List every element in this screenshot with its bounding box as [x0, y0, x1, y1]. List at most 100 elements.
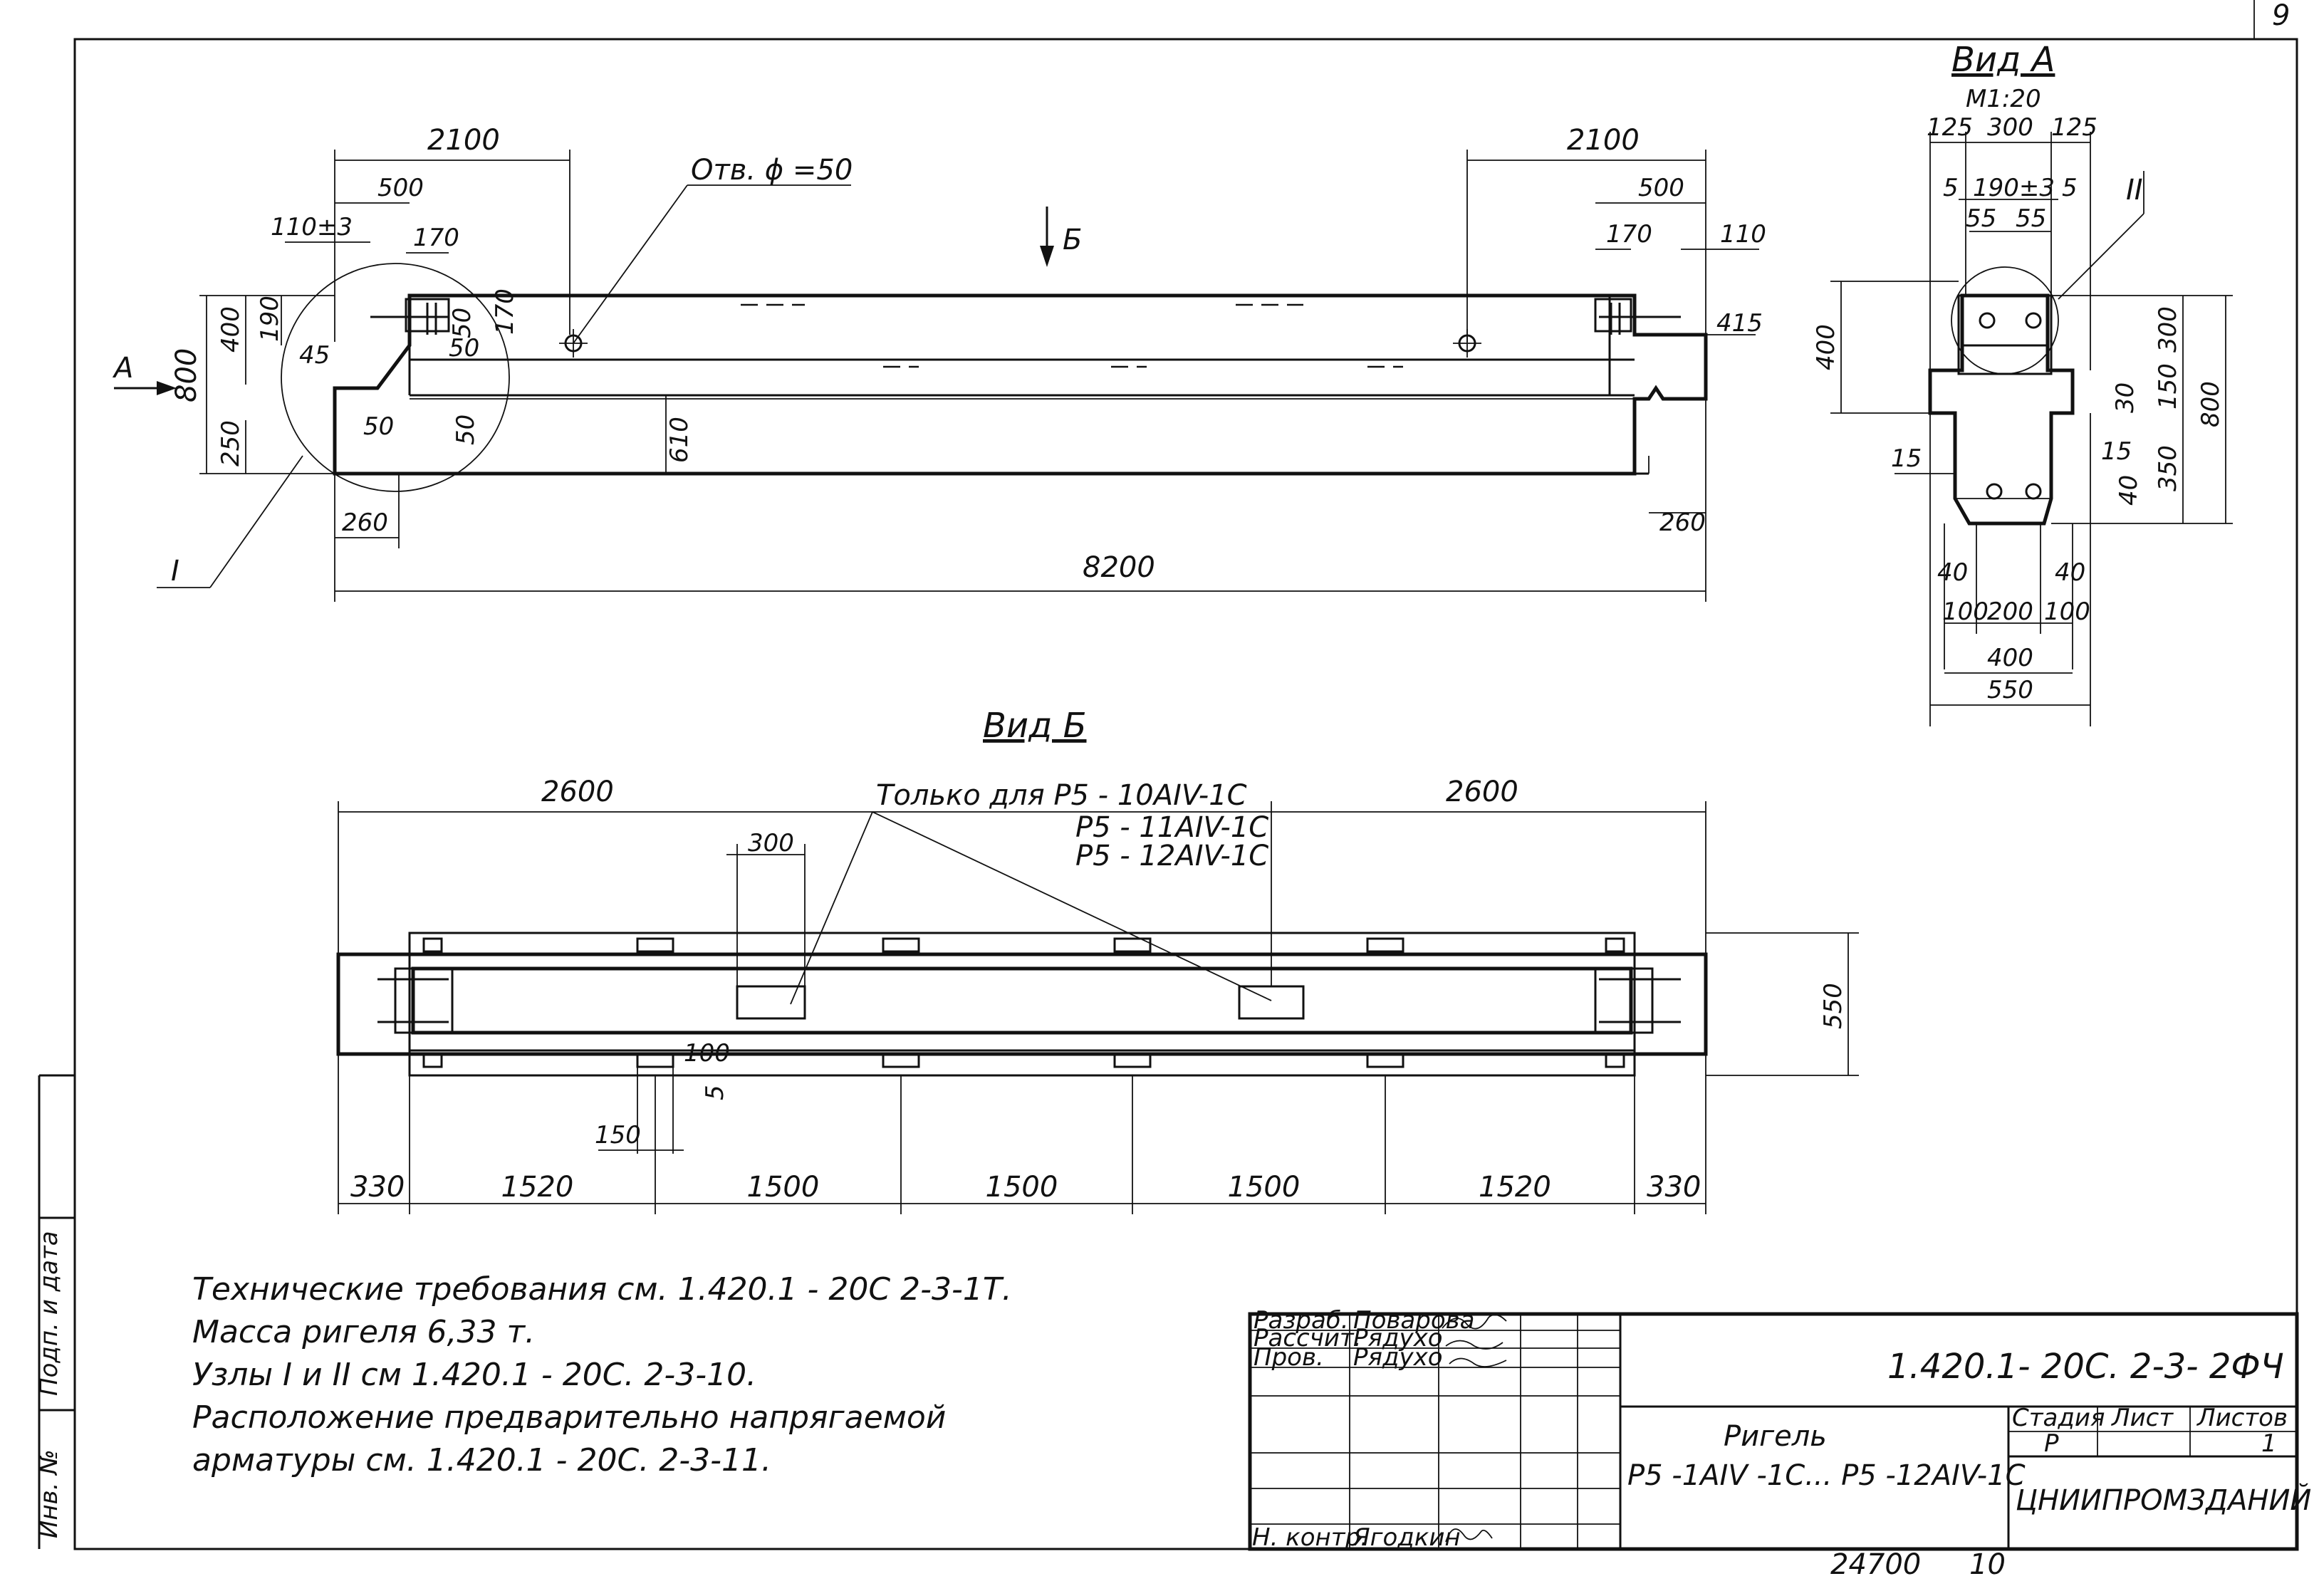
- view-a-dim-30: 30: [2111, 382, 2140, 413]
- plan-bottom-dim-5: 1520: [1479, 1171, 1551, 1204]
- view-a-dim-150: 150: [2154, 363, 2182, 410]
- dim-170-left: 170: [413, 224, 459, 252]
- dim-50-c: 50: [363, 412, 394, 441]
- plan-bottom-dim-3: 1500: [986, 1171, 1058, 1204]
- dim-610: 610: [665, 417, 694, 463]
- role-calculated: Рассчит.: [1254, 1324, 1362, 1352]
- dim-250: 250: [217, 420, 245, 466]
- dim-800: 800: [170, 348, 203, 402]
- plan-dim-550: 550: [1819, 983, 1847, 1029]
- dim-170-right: 170: [1606, 220, 1652, 249]
- view-a-dim-40-a: 40: [1937, 558, 1968, 587]
- dim-8200: 8200: [1083, 551, 1155, 584]
- dim-50-b: 50: [448, 308, 476, 338]
- node-2-label: II: [2126, 174, 2143, 207]
- dim-260-left: 260: [342, 508, 388, 537]
- plan-note-line-2: Р5 - 11АIV-1С: [1075, 811, 1268, 844]
- note-line-5: арматуры см. 1.420.1 - 20С. 2-3-11.: [192, 1442, 771, 1478]
- plan-dim-2600-right: 2600: [1446, 776, 1518, 808]
- col-sheets: Листов: [2196, 1404, 2288, 1432]
- role-developer: Разраб.: [1254, 1306, 1349, 1335]
- view-a-dim-40-b: 40: [2055, 558, 2085, 587]
- plan-view: Вид Б Только для Р5 - 10АIV-1С: [336, 706, 1859, 1214]
- organization: ЦНИИПРОМЗДАНИЙ: [2016, 1483, 2311, 1517]
- dim-190: 190: [256, 296, 284, 342]
- dim-400: 400: [217, 306, 245, 353]
- view-a-dim-40-r: 40: [2115, 475, 2143, 506]
- doc-code: 1.420.1- 20С. 2-3- 2ФЧ: [1887, 1347, 2284, 1387]
- dim-45: 45: [299, 341, 330, 370]
- signature-date-label: Подп. и дата: [35, 1231, 63, 1396]
- view-a-dim-100-b: 100: [2044, 598, 2090, 626]
- view-a-dim-100-a: 100: [1942, 598, 1989, 626]
- sheets-value: 1: [2261, 1429, 2277, 1458]
- plan-dim-300: 300: [748, 829, 794, 857]
- stage-value: Р: [2044, 1429, 2059, 1458]
- view-a-dim-125-b: 125: [2051, 113, 2097, 142]
- view-a-arrow-label: А: [112, 352, 133, 385]
- plan-dim-150: 150: [595, 1121, 641, 1149]
- view-a-dim-55-b: 55: [2016, 204, 2046, 233]
- node-1-label: I: [171, 555, 179, 588]
- plan-dim-100: 100: [684, 1039, 730, 1068]
- signature-scribble-2: [1445, 1340, 1503, 1350]
- inventory-label: Инв. №: [35, 1449, 63, 1538]
- note-line-2: Масса ригеля 6,33 т.: [192, 1314, 535, 1350]
- view-a-dim-400: 400: [1812, 324, 1840, 370]
- col-sheet: Лист: [2110, 1404, 2174, 1432]
- view-a-dim-125-a: 125: [1927, 113, 1973, 142]
- plan-dim-2600-left: 2600: [541, 776, 614, 808]
- signature-scribble-1: [1442, 1314, 1507, 1330]
- col-stage: Стадия: [2012, 1404, 2105, 1432]
- view-a-dim-800: 800: [2196, 381, 2225, 427]
- name-checked: Рядухо: [1353, 1343, 1443, 1372]
- archive-sheet: 10: [1969, 1548, 2006, 1581]
- view-a-dim-300-r: 300: [2154, 306, 2182, 353]
- item-title-range: Р5 -1АIV -1С... Р5 -12АIV-1С: [1627, 1459, 2026, 1492]
- front-view: I Отв. ϕ =50 Б А 2100 500 110±3 170 800 …: [112, 124, 1766, 602]
- plan-note-line-1: Только для Р5 - 10АIV-1С: [876, 779, 1247, 812]
- plan-bottom-dim-0: 330: [350, 1171, 405, 1204]
- plan-note-line-3: Р5 - 12АIV-1С: [1075, 840, 1268, 872]
- view-b-arrow-label: Б: [1063, 224, 1082, 256]
- signature-scribble-4: [1445, 1528, 1493, 1543]
- view-a-dim-5-a: 5: [1943, 174, 1959, 202]
- view-a-dim-200: 200: [1987, 598, 2033, 626]
- sheet-frame: 9: [73, 0, 2298, 1550]
- note-line-1: Технические требования см. 1.420.1 - 20С…: [192, 1271, 1012, 1308]
- dim-500-left: 500: [377, 174, 424, 202]
- view-a-dim-400-b: 400: [1987, 644, 2033, 672]
- dim-170-small: 170: [491, 288, 519, 335]
- view-a-dim-15-a: 15: [1891, 444, 1922, 473]
- dim-110-left: 110±3: [271, 213, 353, 241]
- plan-view-title: Вид Б: [983, 706, 1087, 746]
- name-calculated: Рядухо: [1353, 1324, 1443, 1352]
- view-a-dim-15-b: 15: [2101, 437, 2132, 466]
- dim-50-a: 50: [449, 334, 479, 363]
- role-checked: Пров.: [1254, 1343, 1324, 1372]
- plan-bottom-dim-2: 1500: [747, 1171, 820, 1204]
- name-developer: Поварова: [1353, 1306, 1475, 1335]
- plan-bottom-dim-1: 1520: [501, 1171, 574, 1204]
- view-a-scale: М1:20: [1966, 85, 2041, 113]
- dim-50-d: 50: [452, 414, 480, 445]
- view-a-dim-350: 350: [2154, 445, 2182, 491]
- technical-notes: Технические требования см. 1.420.1 - 20С…: [192, 1271, 1012, 1478]
- view-a-dim-190: 190±3: [1973, 174, 2055, 202]
- plan-dim-5: 5: [701, 1085, 729, 1100]
- left-strip: Инв. № Подп. и дата: [35, 1074, 75, 1549]
- name-norm-control: Ягодкин: [1353, 1523, 1461, 1552]
- dim-110-right: 110: [1720, 220, 1766, 249]
- dim-500-right: 500: [1638, 174, 1684, 202]
- note-line-4: Расположение предварительно напрягаемой: [192, 1399, 946, 1436]
- item-title: Ригель: [1724, 1420, 1827, 1453]
- view-a-title: Вид А: [1951, 40, 2055, 80]
- dim-260-right: 260: [1659, 508, 1706, 537]
- dim-2100-left: 2100: [427, 124, 500, 157]
- archive-number: 24700: [1830, 1548, 1921, 1581]
- view-a-dim-5-b: 5: [2062, 174, 2078, 202]
- dim-2100-right: 2100: [1567, 124, 1640, 157]
- view-a-dim-550: 550: [1987, 676, 2033, 704]
